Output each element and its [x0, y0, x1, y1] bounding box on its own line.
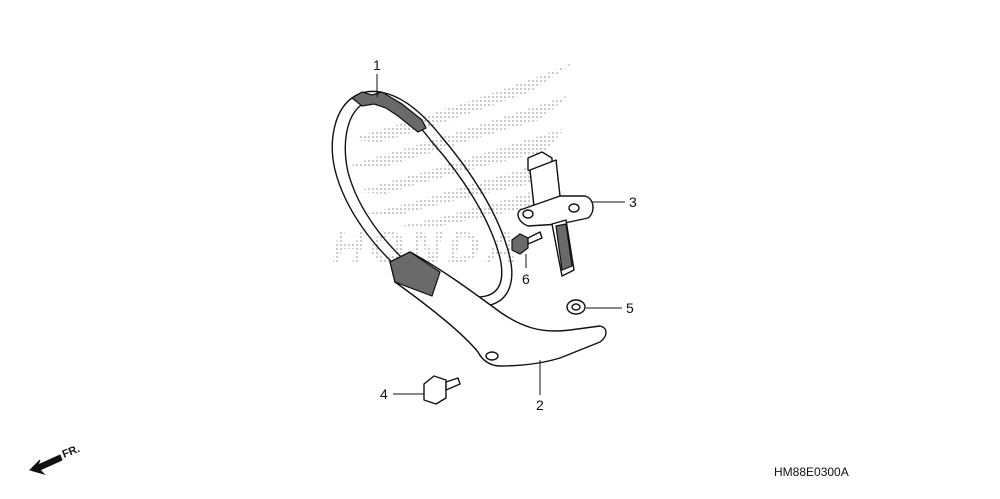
tensioner-lifter — [517, 151, 594, 277]
callout-4: 4 — [380, 386, 388, 402]
front-label: FR. — [61, 443, 82, 461]
callout-5: 5 — [626, 300, 634, 316]
front-arrow-icon — [29, 454, 63, 476]
cam-chain-guide — [389, 251, 607, 367]
callout-2: 2 — [536, 397, 544, 413]
front-direction-indicator: FR. — [29, 443, 82, 476]
callout-1: 1 — [373, 57, 381, 73]
guide-bolt — [423, 375, 461, 405]
tensioner-bolt — [511, 231, 543, 255]
callout-6: 6 — [522, 271, 530, 287]
washer — [566, 299, 586, 315]
drawing-code: HM88E0300A — [774, 465, 849, 479]
callout-3: 3 — [629, 194, 637, 210]
